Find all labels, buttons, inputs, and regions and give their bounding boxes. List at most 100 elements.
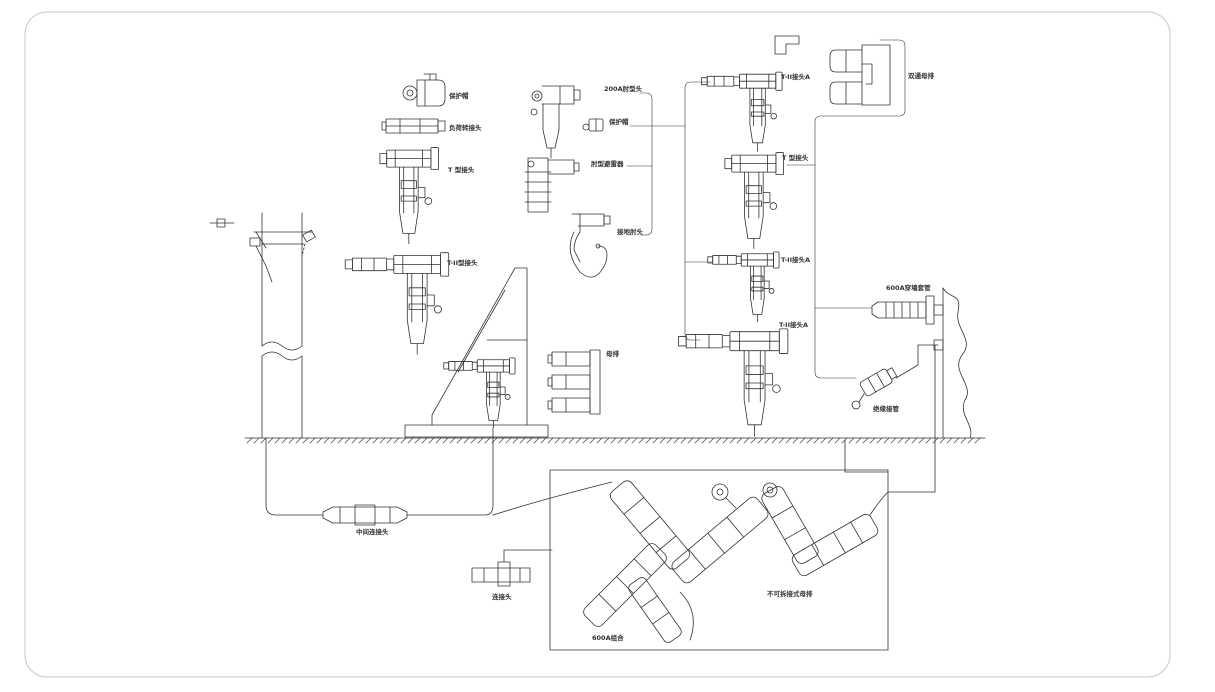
elbow-200a-part [534,93,540,99]
underground-vault [549,469,889,651]
elbow-arrester-part [527,160,535,168]
busbar-part [547,400,553,410]
underground-cables-part [503,549,553,563]
wall-bushing-600a-part [933,304,944,316]
label-double-busbar: 双通母排 [908,71,935,80]
elbow-arrester-part [527,157,549,213]
label-combo-600a: 600A组合 [592,633,624,642]
t-connector-right [724,152,784,249]
double-busbar-part [829,81,863,105]
elbow-arrester-part [547,159,575,175]
non-separable-busbar-assembly-part [725,497,737,509]
combo-600a-assembly-part-part [623,497,677,553]
t-ii-connector-left-body [386,252,450,355]
grounding-elbow-part [595,243,601,249]
non-separable-busbar-assembly-part [766,486,774,494]
non-separable-busbar-assembly-part-part [671,496,769,584]
double-busbar-part [861,44,891,106]
elbow-200a-part [541,85,575,105]
connector-part [471,567,531,583]
non-separable-busbar-assembly-part-part [688,516,745,570]
underground-cables-part [265,437,324,516]
non-separable-busbar-assembly-part-part [811,521,864,566]
protective-cap-left [402,73,446,107]
load-break-adapter-part [437,120,446,132]
middle-splice [322,504,408,526]
utility-pole-part [261,355,303,439]
non-separable-busbar-assembly-part [711,483,729,501]
busbar-part [551,351,591,367]
elbow-arrester-part [573,162,580,172]
label-protective-cap-left: 保护帽 [448,91,469,100]
insulating-joint-part-part [867,377,877,393]
combo-600a-assembly-part-part [628,577,682,643]
t-ii-connector-left-extension [344,257,387,272]
combo-600a-assembly-part [583,543,667,627]
label-t-ii-connector-left: T-II型接头 [447,258,478,267]
busbar-part [551,397,591,413]
label-t-connector-left: T 型接头 [448,165,475,174]
building-wall [895,287,972,439]
label-grounding-elbow: 接地肘头 [617,227,644,236]
label-elbow-arrester: 肘型避雷器 [591,159,624,168]
busbar-part [551,374,591,390]
non-separable-busbar-assembly-part-part [761,486,819,564]
label-non-separable-busbar: 不可拆接式母排 [767,589,813,598]
underground-cables-part [844,439,889,473]
label-t-ii-connector-a-bottom: T-II接头A [779,320,808,329]
building-wall-part [942,287,972,439]
insulating-joint [851,367,898,410]
pad-mount-structure-part [457,289,506,373]
grounding-elbow-part [569,231,608,278]
label-load-break-adapter: 负荷转接头 [449,123,482,132]
insulating-joint-part [851,400,861,410]
pad-mount-t-connector-body [472,357,516,429]
t-ii-connector-a-middle [707,251,780,323]
protective-cap-middle [582,118,604,132]
underground-cables-part [869,491,936,516]
non-separable-busbar-assembly-part [716,488,724,496]
t-ii-connector-left [344,252,450,355]
label-wall-bushing-600a: 600A穿墙套管 [886,283,931,292]
non-separable-busbar-assembly-part [761,486,819,564]
drawing-frame [24,11,1171,678]
t-ii-connector-a-middle-body [736,251,780,323]
utility-pole-part [261,351,303,361]
t-ii-connector-a-bottom-extension [678,334,723,349]
combo-600a-assembly-part-part [598,558,652,612]
grounding-elbow-part [603,215,611,225]
building-wall-part [933,339,944,351]
combo-600a-assembly-part [679,591,694,641]
utility-pole-part [255,231,267,249]
double-busbar [774,35,891,106]
double-busbar-part [774,35,800,55]
protective-cap-left-part [416,79,446,107]
non-separable-busbar-assembly-part [671,496,769,584]
non-separable-busbar-assembly [671,482,879,584]
t-ii-connector-a-bottom [678,328,789,437]
load-break-adapter-part [381,121,387,131]
wall-bushing-600a-part [885,301,919,319]
utility-pole-part [255,245,273,283]
wall-bushing-600a [871,295,944,325]
leader-lines-part [684,81,711,341]
label-t-ii-connector-a-middle: T-II接头A [781,255,810,264]
t-ii-connector-a-top [701,71,783,152]
double-busbar-part [829,49,863,73]
middle-splice-part [322,506,408,524]
t-connector-left [379,147,439,244]
leader-lines-part [639,92,653,236]
label-connector: 连接头 [492,592,512,601]
non-separable-busbar-assembly-part [762,482,778,498]
utility-pole-part [302,229,316,243]
insulating-joint-part [859,367,898,397]
grounding-elbow [569,213,611,278]
middle-splice-part [354,504,376,526]
elbow-arrester [524,157,580,213]
protective-cap-left-part [406,89,414,97]
pad-mount-structure-part [404,424,549,438]
protective-cap-left-part [423,73,437,81]
underground-cables-part [406,427,494,516]
utility-pole-part [261,341,303,351]
